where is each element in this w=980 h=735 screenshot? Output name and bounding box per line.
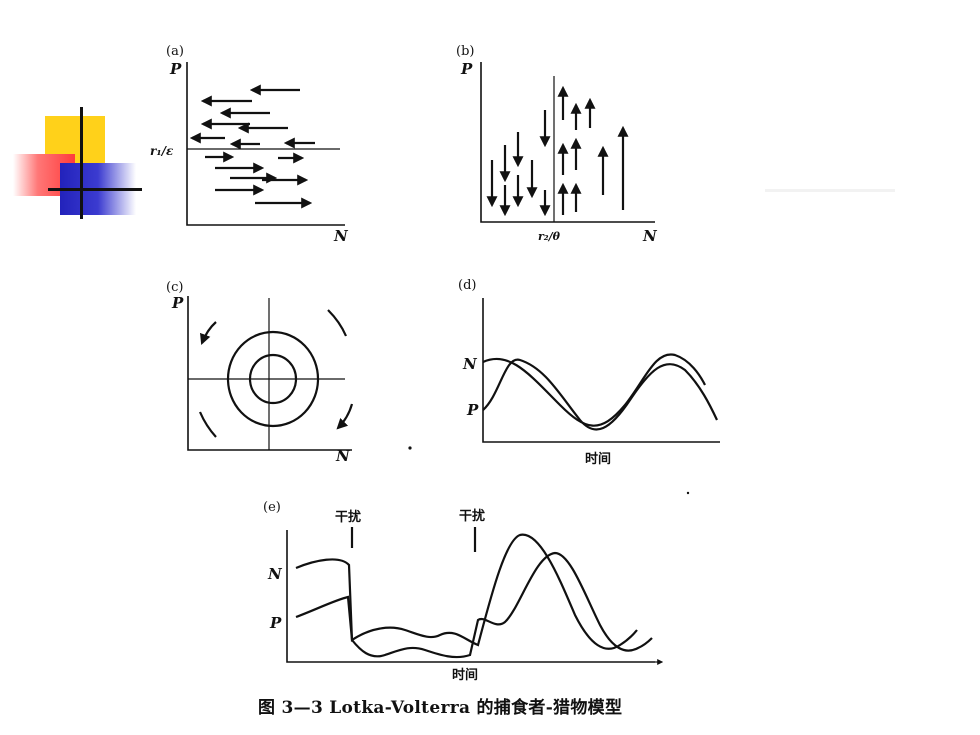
panel-a: (a) P N r₁/ε <box>150 44 349 245</box>
panel-e-p-label: P <box>269 614 282 632</box>
panel-a-level-label: r₁/ε <box>150 144 174 158</box>
speck-dot <box>686 491 690 495</box>
panel-a-x-label: N <box>333 227 349 245</box>
panel-b-x-label: N <box>642 227 658 245</box>
panel-b-level-label: r₂/θ <box>538 230 561 243</box>
speck-dot <box>408 446 412 450</box>
panel-a-axes <box>186 62 345 226</box>
panel-a-flow-arrows <box>189 84 315 209</box>
panel-b: (b) P N r₂/θ <box>456 44 658 245</box>
panel-c-axes <box>187 296 352 451</box>
panel-e-disturb-2-label: 干扰 <box>459 508 485 524</box>
panel-e-predator-curve <box>295 551 653 659</box>
panel-d-p-label: P <box>466 401 479 419</box>
panel-c-y-label: P <box>171 294 184 312</box>
panel-b-flow-arrows <box>486 85 629 217</box>
panel-c-outer-cycle <box>226 330 320 428</box>
panel-e-n-label: N <box>267 565 283 583</box>
panel-a-tag: (a) <box>166 44 184 59</box>
panel-a-y-label: P <box>169 60 182 78</box>
panel-c-inner-cycle <box>248 353 298 405</box>
panel-b-tag: (b) <box>456 44 474 59</box>
deco-horizontal-line <box>48 188 142 191</box>
panel-e-axes <box>286 530 655 663</box>
panel-b-axes <box>480 62 655 223</box>
panel-d-x-label: 时间 <box>585 451 611 467</box>
panel-d-predator-curve <box>482 358 718 431</box>
panel-e-disturb-1-label: 干扰 <box>335 509 361 525</box>
figure-caption: 图 3—3 Lotka-Volterra 的捕食者-猎物模型 <box>258 698 623 718</box>
deco-vertical-line <box>80 107 83 219</box>
panel-d-axes <box>482 298 720 443</box>
panel-e: (e) N P 干扰 干扰 时间 <box>263 500 664 683</box>
panel-e-x-label: 时间 <box>452 667 478 683</box>
panel-d-n-label: N <box>462 355 478 373</box>
panel-d-prey-curve <box>482 353 706 427</box>
panel-c-x-label: N <box>335 447 351 465</box>
panel-d-tag: (d) <box>458 278 476 293</box>
panel-c: (c) P N <box>166 280 354 465</box>
panel-e-tag: (e) <box>263 500 281 515</box>
panel-e-prey-curve <box>295 533 638 650</box>
panel-b-y-label: P <box>460 60 473 78</box>
deco-faint-line <box>765 189 895 192</box>
panel-d: (d) N P 时间 <box>458 278 720 467</box>
panel-c-rotation-arrows <box>198 309 354 438</box>
panel-c-tag: (c) <box>166 280 183 295</box>
